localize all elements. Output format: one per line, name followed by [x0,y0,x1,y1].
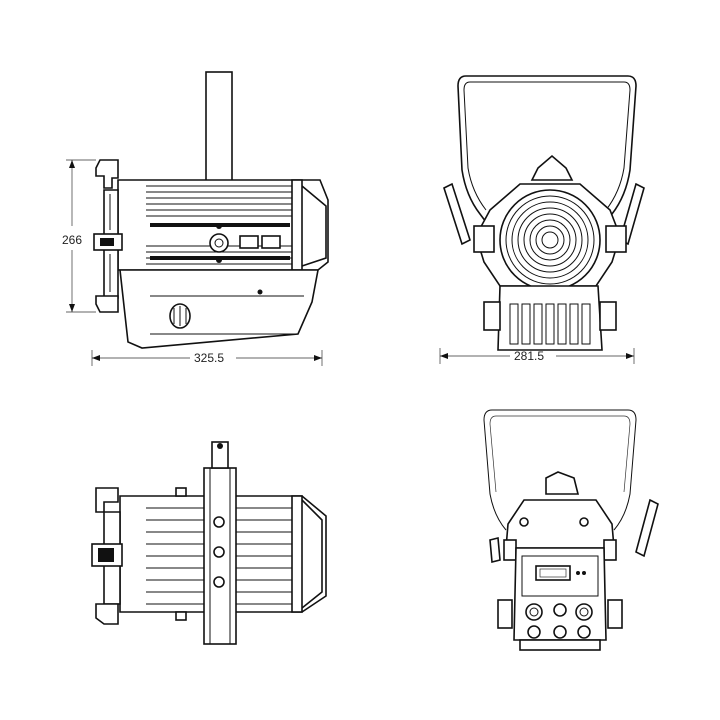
rear-yoke [483,409,637,531]
front-view: 281.5 [439,75,645,364]
height-label: 266 [62,233,82,247]
rear-base [519,639,601,651]
front-right-foot [599,301,617,331]
front-lower-body [497,285,603,351]
front-right-pivot [605,225,627,253]
rear-right-handle [635,498,659,558]
side-view: 266 325.5 [62,71,329,366]
side-lower-housing [119,269,319,349]
front-lower-slots [509,303,591,345]
side-yoke-knob [209,233,229,253]
width-label: 281.5 [514,349,544,363]
fresnel-lens [499,189,601,291]
rear-view [483,409,659,651]
front-left-foot [483,301,501,331]
length-dimension: 325.5 [91,350,323,366]
side-display-1 [239,235,259,249]
width-dimension: 281.5 [439,348,635,364]
front-left-pivot [473,225,495,253]
front-left-handle [443,182,471,246]
side-display-2 [261,235,281,249]
top-view [91,441,327,645]
height-dimension: 266 [62,159,96,313]
length-label: 325.5 [194,351,224,365]
rear-left-foot [497,599,513,629]
side-accessory-holder [93,159,123,313]
front-top-clamp [530,154,574,181]
rear-top-clamp [545,471,580,495]
rear-right-foot [607,599,623,629]
top-accessory-holder [91,487,123,625]
top-yoke-clamp [211,441,229,469]
front-yoke [457,75,637,223]
rear-connectors [525,603,593,639]
rear-left-handle [489,536,501,564]
rear-display [535,565,571,581]
